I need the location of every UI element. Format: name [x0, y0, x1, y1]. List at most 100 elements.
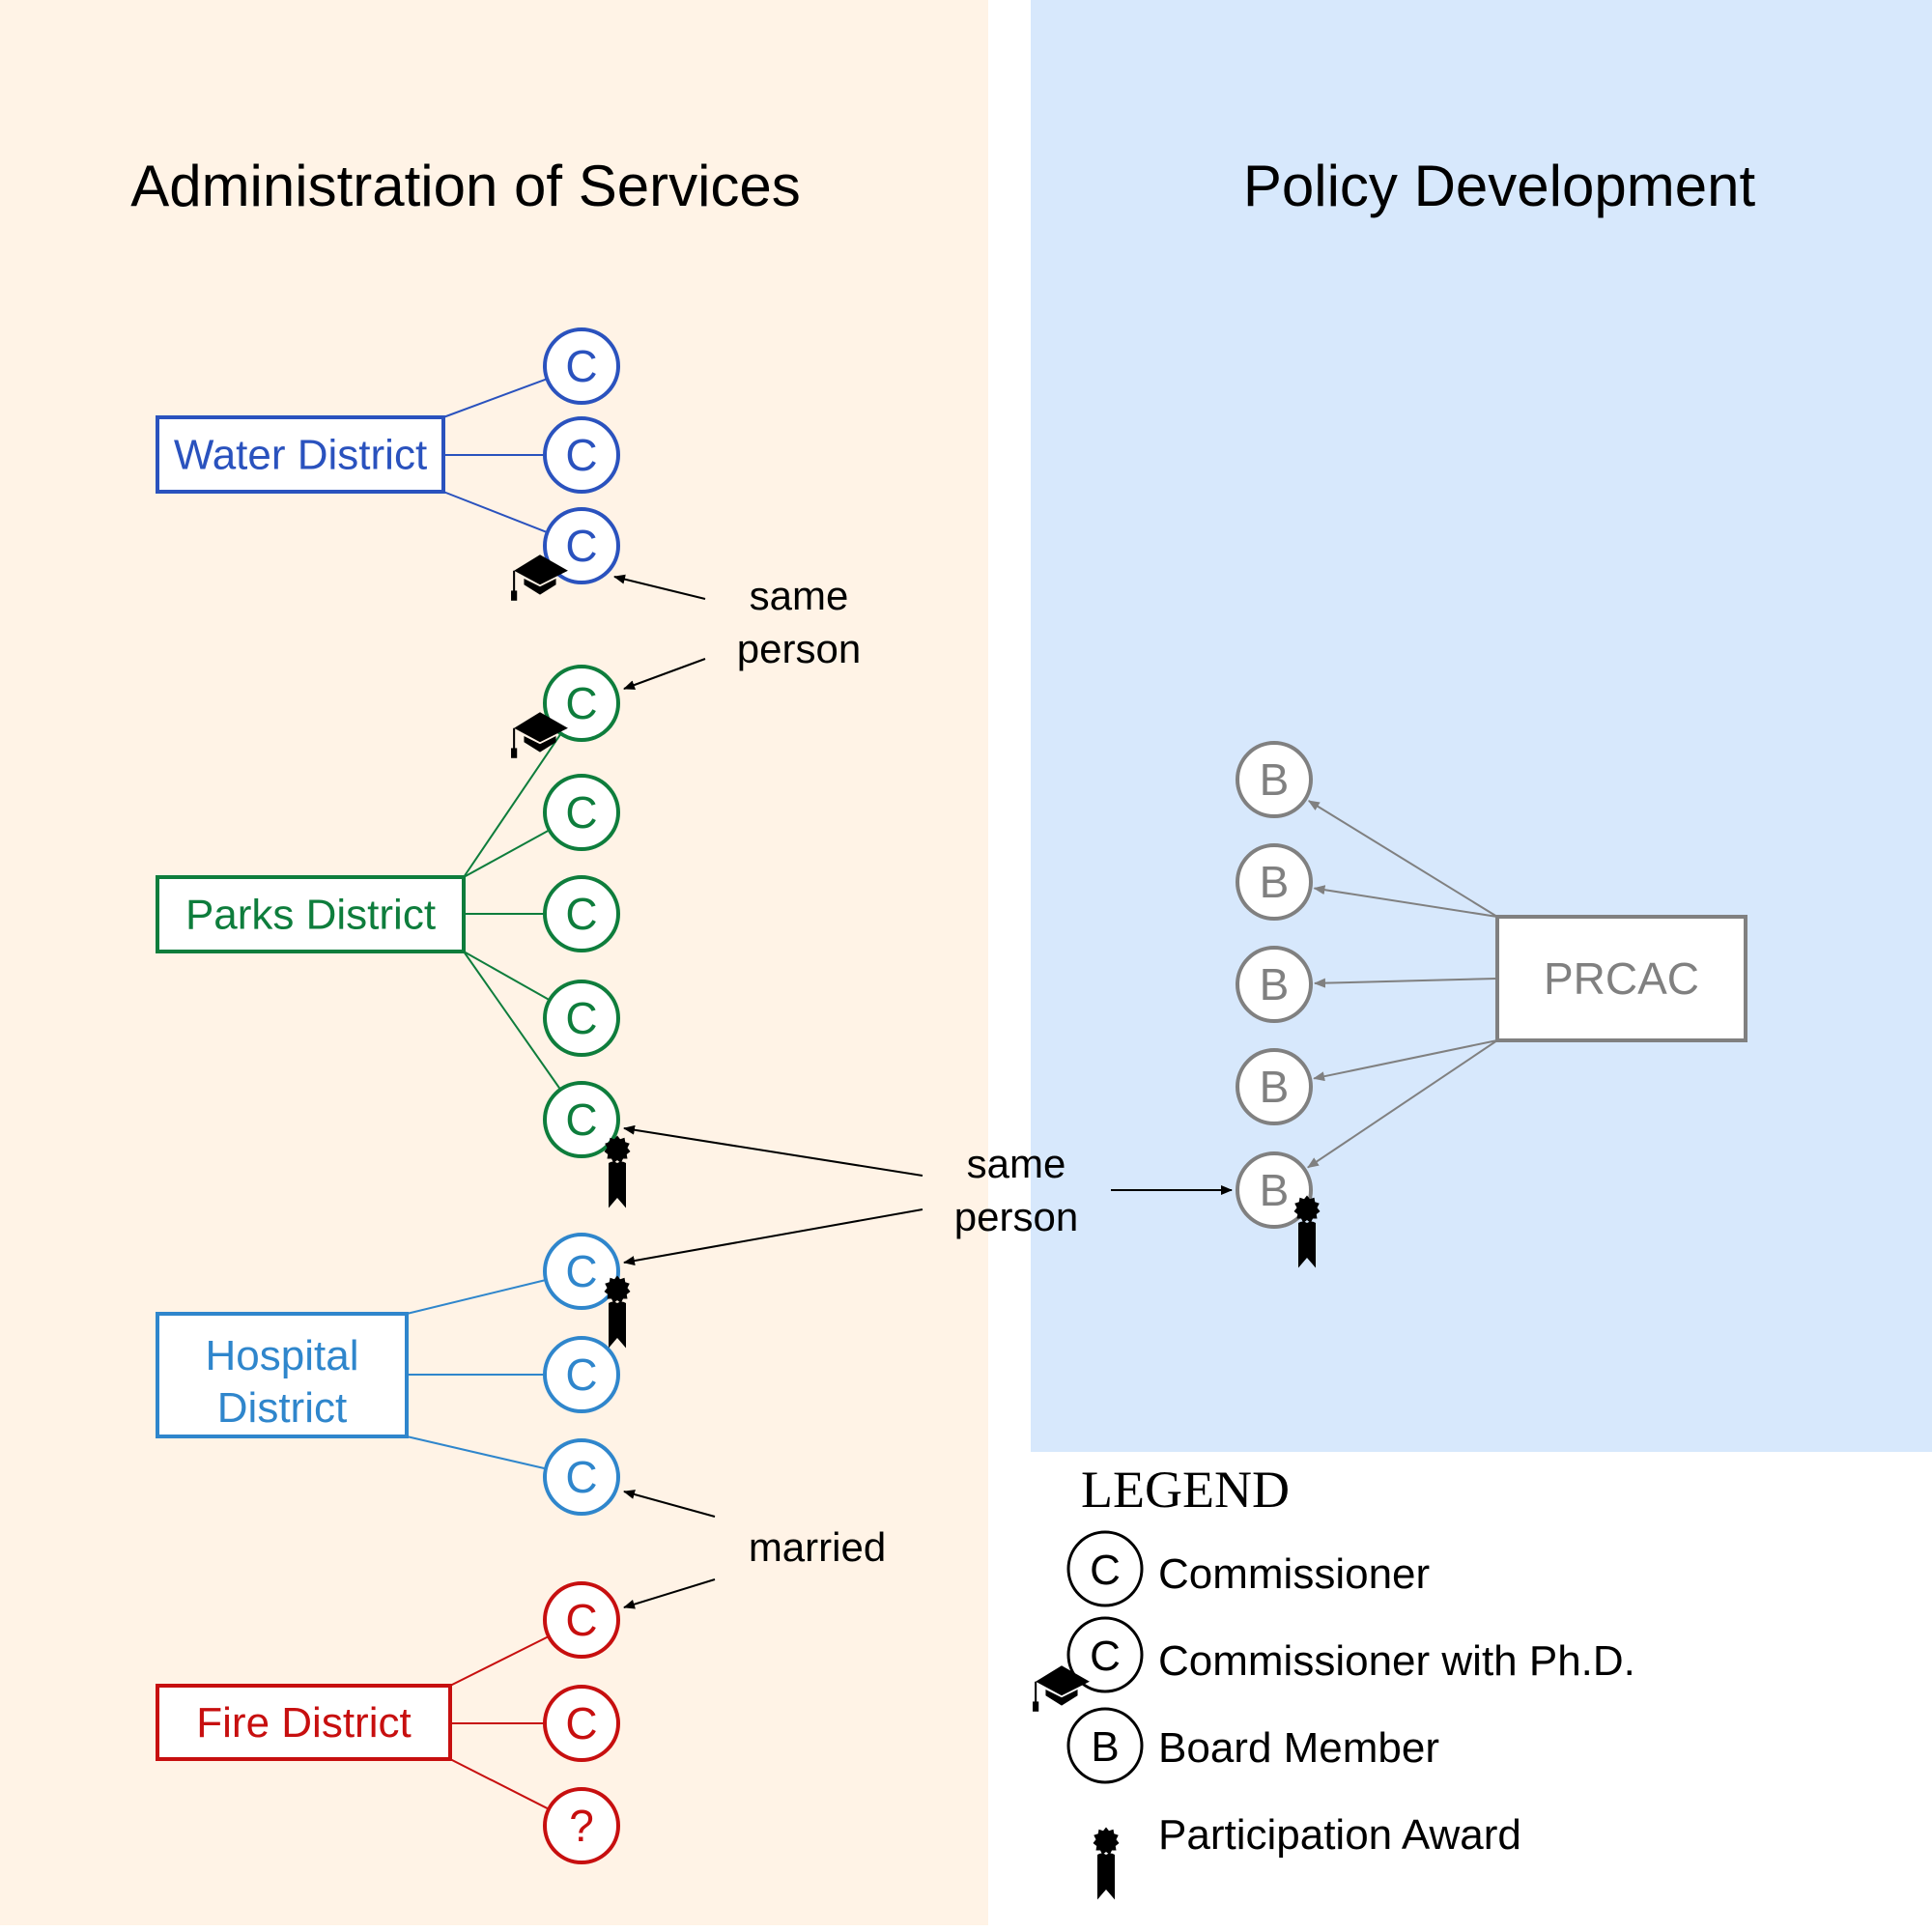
commissioner-circle — [543, 980, 620, 1057]
commissioner-circle — [543, 875, 620, 952]
legend-label: Participation Award — [1158, 1811, 1521, 1859]
connector-line — [463, 732, 562, 878]
connector-line — [406, 1435, 547, 1470]
commissioner-node[interactable]: ? — [543, 1787, 620, 1864]
commissioner-symbol-icon — [1066, 1530, 1144, 1607]
commissioner-node[interactable]: C — [543, 1685, 620, 1762]
district-label: Hospital — [206, 1332, 359, 1379]
legend-symbol: B — [1091, 1723, 1119, 1771]
arrow-married-hospital3 — [623, 1490, 716, 1518]
legend-title: LEGEND — [1081, 1461, 1290, 1519]
commissioner-symbol: C — [565, 1246, 597, 1296]
commissioner-node[interactable]: C — [543, 1438, 620, 1516]
commissioner-node[interactable]: C — [543, 1336, 620, 1413]
annotation-same-person-top-line1: same — [750, 573, 849, 618]
board-member-node[interactable]: B — [1236, 741, 1313, 818]
connector-line — [442, 378, 548, 418]
legend-symbol: C — [1090, 1547, 1121, 1594]
district-box-fire[interactable] — [156, 1684, 452, 1761]
commissioner-circle — [543, 327, 620, 405]
board-member-symbol: B — [1260, 857, 1290, 907]
district-label: Fire District — [196, 1699, 411, 1747]
commissioner-circle — [543, 1685, 620, 1762]
commissioner-node[interactable]: C — [543, 980, 620, 1057]
arrow-same-person-parks5 — [623, 1124, 923, 1177]
commissioner-symbol: C — [565, 1452, 597, 1502]
commissioner-circle — [543, 507, 620, 584]
commissioner-symbol: C — [565, 1595, 597, 1645]
arrow-same-person-hospital1 — [623, 1208, 923, 1265]
district-box-hospital[interactable] — [156, 1312, 409, 1438]
commissioner-circle — [543, 1233, 620, 1310]
commissioner-circle — [543, 665, 620, 742]
legend-label: Commissioner with Ph.D. — [1158, 1637, 1635, 1685]
commissioner-symbol: C — [565, 1094, 597, 1145]
commissioner-symbol: C — [565, 521, 597, 571]
annotation-same-person-top-line2: person — [737, 626, 861, 671]
board-connector-arrow — [1313, 978, 1498, 988]
prcac-box[interactable] — [1495, 915, 1747, 1042]
commissioner-node[interactable]: C — [543, 774, 620, 851]
prcac-label: PRCAC — [1544, 953, 1699, 1004]
policy-panel — [1031, 0, 1932, 1452]
commissioner-circle — [543, 1787, 620, 1864]
arrow-same-person-water — [613, 574, 706, 600]
board-member-circle — [1236, 843, 1313, 921]
commissioner-symbol: C — [565, 787, 597, 838]
legend-symbol: C — [1090, 1633, 1121, 1680]
legend-label: Commissioner — [1158, 1550, 1430, 1598]
board-connector-arrow — [1307, 800, 1498, 918]
commissioner-symbol: C — [565, 1350, 597, 1400]
board-member-circle — [1236, 1151, 1313, 1229]
administration-panel — [0, 0, 988, 1925]
board-member-circle — [1236, 946, 1313, 1023]
board-member-node[interactable]: B — [1236, 946, 1313, 1023]
commissioner-node[interactable]: C — [543, 1233, 620, 1310]
board-member-node[interactable]: B — [1236, 843, 1313, 921]
board-member-node[interactable]: B — [1236, 1048, 1313, 1125]
commissioner-circle — [543, 1438, 620, 1516]
legend-item-commissioner-phd: C Commissioner with Ph.D. — [1032, 1616, 1635, 1713]
arrow-same-person-parks — [623, 658, 706, 690]
commissioner-symbol: C — [565, 341, 597, 391]
legend-item-board-member: B Board Member — [1066, 1707, 1439, 1784]
commissioner-symbol-icon — [1066, 1616, 1144, 1693]
annotation-same-person-mid-line1: same — [967, 1141, 1066, 1186]
commissioner-node[interactable]: C — [543, 416, 620, 494]
district-box-water[interactable] — [156, 415, 445, 494]
commissioner-circle — [543, 1081, 620, 1158]
commissioner-circle — [543, 1581, 620, 1659]
connector-line — [442, 491, 548, 534]
board-member-symbol: B — [1260, 1062, 1290, 1112]
board-member-node[interactable]: B — [1236, 1151, 1313, 1229]
right-panel-title: Policy Development — [1243, 154, 1756, 218]
commissioner-symbol: C — [565, 1698, 597, 1748]
commissioner-circle — [543, 1336, 620, 1413]
commissioner-symbol: ? — [569, 1801, 594, 1851]
commissioner-node[interactable]: C — [543, 875, 620, 952]
commissioner-symbol: C — [565, 430, 597, 480]
commissioner-node[interactable]: C — [543, 665, 620, 742]
commissioner-node[interactable]: C — [543, 327, 620, 405]
district-label: District — [217, 1384, 347, 1432]
board-member-symbol-icon — [1066, 1707, 1144, 1784]
commissioner-node[interactable]: C — [543, 1081, 620, 1158]
district-fire: Fire District C C? — [156, 1581, 620, 1864]
commissioner-symbol: C — [565, 678, 597, 728]
district-label: Parks District — [185, 892, 436, 939]
district-box-parks[interactable] — [156, 875, 466, 953]
district-label: Water District — [174, 432, 427, 479]
board-member-circle — [1236, 741, 1313, 818]
board-member-symbol: B — [1260, 1165, 1290, 1215]
commissioner-node[interactable]: C — [543, 507, 620, 584]
connector-line — [449, 1758, 550, 1810]
legend: LEGEND C Commissioner C Commissioner wit… — [1032, 1461, 1635, 1900]
connector-line — [463, 951, 551, 1002]
left-panel-title: Administration of Services — [130, 154, 801, 218]
commissioner-node[interactable]: C — [543, 1581, 620, 1659]
connector-line — [463, 829, 551, 878]
